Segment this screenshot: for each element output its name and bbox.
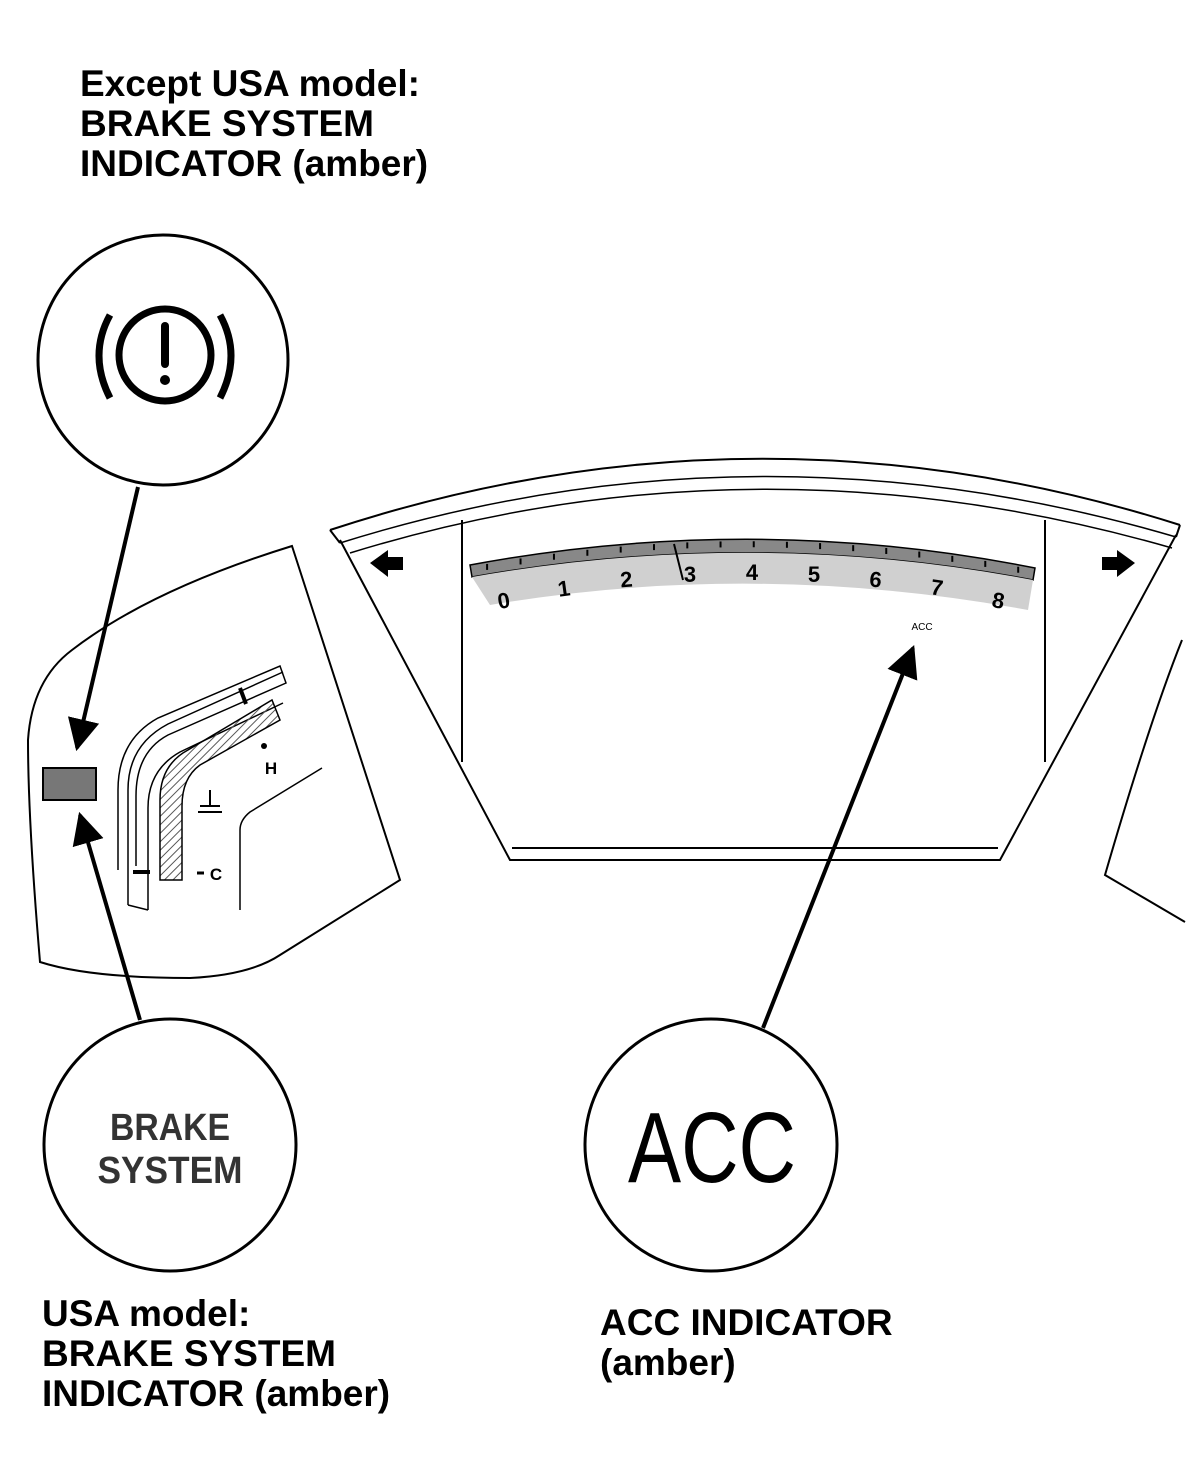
brake-system-indicator-lamp [42, 767, 97, 801]
tachometer: 0 1 2 3 4 5 6 7 8 ACC [469, 538, 1036, 633]
acc-leader-arrow [761, 645, 918, 1029]
tach-numbers: 0 1 2 3 4 5 6 7 8 [495, 560, 1006, 614]
tach-number-5: 5 [808, 562, 820, 587]
right-gauge-edge [1103, 639, 1186, 923]
temp-high-label: H [265, 759, 277, 778]
usa-line2: BRAKE SYSTEM [42, 1333, 336, 1374]
tach-number-4: 4 [746, 560, 759, 585]
except-usa-line3: INDICATOR (amber) [80, 143, 429, 184]
left-gauge-housing: H C [26, 544, 402, 980]
acc-callout: ACC [583, 1017, 839, 1273]
tach-number-1: 1 [556, 575, 572, 601]
usa-line3: INDICATOR (amber) [42, 1373, 391, 1414]
tach-number-0: 0 [495, 587, 511, 614]
acc-small-label: ACC [911, 622, 932, 633]
usa-brake-callout: BRAKE SYSTEM [42, 1017, 298, 1273]
turn-right-arrow-icon [1102, 550, 1135, 577]
tach-redline-needle [673, 543, 684, 581]
cluster-hood [329, 457, 1181, 554]
except-usa-line1: Except USA model: [80, 63, 420, 104]
except-usa-line2: BRAKE SYSTEM [80, 103, 374, 144]
except-usa-brake-label: Except USA model: BRAKE SYSTEM INDICATOR… [80, 64, 428, 184]
acc-icon-text: ACC [628, 1092, 796, 1204]
tach-number-8: 8 [990, 587, 1006, 614]
tach-ticks [486, 541, 1020, 573]
coolant-temp-icon [198, 790, 222, 813]
turn-left-arrow-icon [370, 550, 403, 577]
center-panel [339, 520, 1177, 861]
acc-line1: ACC INDICATOR [600, 1302, 893, 1343]
usa-line1: USA model: [42, 1293, 251, 1334]
except-usa-brake-callout [36, 233, 290, 487]
usa-brake-label: USA model: BRAKE SYSTEM INDICATOR (amber… [42, 1294, 390, 1414]
except-usa-leader-arrow [67, 486, 140, 752]
acc-indicator-label: ACC INDICATOR (amber) [600, 1303, 893, 1383]
tach-number-7: 7 [929, 574, 945, 600]
tach-number-2: 2 [619, 567, 633, 593]
usa-leader-arrow [72, 811, 142, 1021]
acc-line2: (amber) [600, 1342, 736, 1383]
brake-icon-text-line1: BRAKE [110, 1107, 230, 1149]
temp-cold-label: C [210, 865, 222, 884]
brake-warning-exclamation-icon [95, 305, 235, 405]
tach-number-3: 3 [684, 562, 696, 587]
brake-icon-text-line2: SYSTEM [98, 1150, 243, 1192]
tach-number-6: 6 [868, 567, 882, 593]
